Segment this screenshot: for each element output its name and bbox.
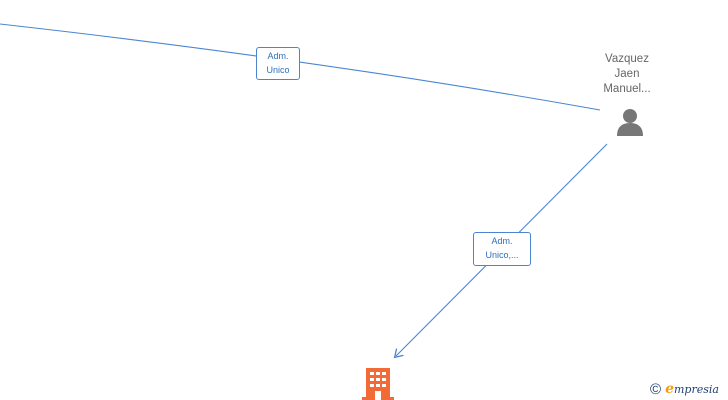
edge-label-line2: Unico,... [485, 250, 519, 260]
person-name-line2: Jaen [614, 68, 640, 80]
copyright-icon: © [650, 380, 662, 398]
edge-label-adm-unico-more[interactable]: Adm. Unico,... [473, 232, 531, 266]
brand-name: mpresia [673, 382, 719, 396]
edge-label-adm-unico[interactable]: Adm. Unico [256, 47, 300, 80]
person-name-line1: Vazquez [605, 53, 649, 65]
person-name-line3: Manuel... [603, 83, 651, 95]
edge-label-line2: Unico [266, 65, 290, 75]
edge-line-person-to-offscreen [0, 23, 601, 111]
edge-label-line1: Adm. [491, 236, 513, 246]
brand-initial: e [665, 381, 674, 397]
person-icon[interactable] [615, 107, 645, 137]
brand-watermark: © e mpresia [650, 380, 719, 398]
building-icon[interactable] [362, 366, 394, 400]
person-name[interactable]: Vazquez Jaen Manuel... [582, 52, 672, 97]
edge-label-line1: Adm. [267, 51, 289, 61]
